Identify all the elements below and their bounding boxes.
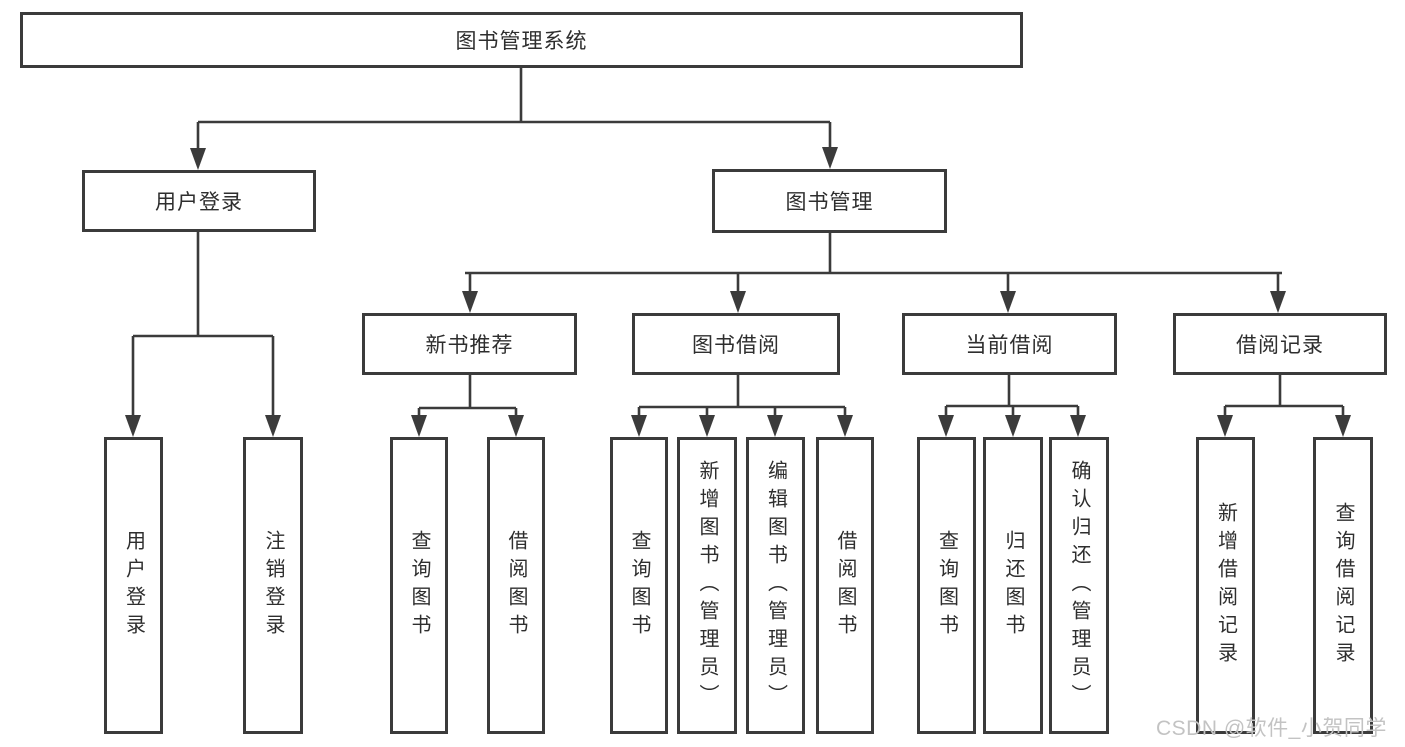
arrowhead-current-borrowing <box>1000 291 1016 313</box>
node-leaf-user-login-label: 用户登录 <box>122 529 145 642</box>
watermark-text: CSDN @软件_小贺同学 <box>1156 717 1387 740</box>
node-leaf-logout-label: 注销登录 <box>262 529 284 642</box>
node-leaf-add-books-admin-label: 新增图书（管理员） <box>696 459 718 712</box>
node-book-management: 图书管理 <box>712 169 947 233</box>
arrowhead-borrowing-records <box>1270 291 1286 313</box>
connector-book-management-to-level3 <box>462 233 1286 313</box>
node-user-login: 用户登录 <box>82 170 316 232</box>
connector-current-borrowing-to-leaves <box>938 375 1086 437</box>
node-leaf-logout: 注销登录 <box>243 437 303 734</box>
node-current-borrowing-label: 当前借阅 <box>965 334 1054 357</box>
arrowhead-user-login <box>190 148 206 170</box>
node-leaf-query-books-borrow-label: 查询图书 <box>628 529 650 642</box>
node-leaf-query-borrow-record: 查询借阅记录 <box>1313 437 1373 734</box>
node-book-management-label: 图书管理 <box>785 191 874 214</box>
connector-user-login-to-leaves <box>125 232 281 437</box>
node-leaf-return-books: 归还图书 <box>983 437 1043 734</box>
node-leaf-query-books-rec: 查询图书 <box>390 437 448 734</box>
node-borrowing-records-label: 借阅记录 <box>1236 334 1324 357</box>
node-user-login-label: 用户登录 <box>155 191 243 214</box>
node-root-label: 图书管理系统 <box>455 30 588 53</box>
arrowhead-user-login-leaf <box>125 415 141 437</box>
node-current-borrowing: 当前借阅 <box>902 313 1117 375</box>
node-new-book-recommend-label: 新书推荐 <box>425 334 514 357</box>
connector-book-borrowing-to-leaves <box>631 375 853 437</box>
connector-root-to-level2 <box>190 68 838 170</box>
node-leaf-borrow-books-rec: 借阅图书 <box>487 437 545 734</box>
arrowhead-book-management <box>822 147 838 169</box>
node-leaf-add-borrow-record: 新增借阅记录 <box>1196 437 1255 734</box>
node-book-borrowing: 图书借阅 <box>632 313 840 375</box>
node-leaf-add-borrow-record-label: 新增借阅记录 <box>1214 501 1237 670</box>
node-leaf-query-books-rec-label: 查询图书 <box>408 529 430 642</box>
node-leaf-edit-books-admin: 编辑图书（管理员） <box>746 437 805 734</box>
arrowhead-logout <box>265 415 281 437</box>
connector-borrowing-records-to-leaves <box>1217 375 1351 437</box>
node-root: 图书管理系统 <box>20 12 1023 68</box>
node-leaf-borrow-books-borrow-label: 借阅图书 <box>834 529 856 642</box>
node-leaf-query-borrow-record-label: 查询借阅记录 <box>1332 501 1354 670</box>
node-leaf-edit-books-admin-label: 编辑图书（管理员） <box>764 459 787 712</box>
node-leaf-confirm-return-admin: 确认归还（管理员） <box>1049 437 1109 734</box>
node-leaf-query-books-current: 查询图书 <box>917 437 976 734</box>
node-leaf-add-books-admin: 新增图书（管理员） <box>677 437 737 734</box>
node-leaf-return-books-label: 归还图书 <box>1002 529 1024 642</box>
node-leaf-user-login: 用户登录 <box>104 437 163 734</box>
node-new-book-recommend: 新书推荐 <box>362 313 577 375</box>
node-book-borrowing-label: 图书借阅 <box>692 334 780 357</box>
connector-new-book-recommend-to-leaves <box>411 375 524 437</box>
node-leaf-query-books-borrow: 查询图书 <box>610 437 668 734</box>
node-borrowing-records: 借阅记录 <box>1173 313 1387 375</box>
node-leaf-borrow-books-borrow: 借阅图书 <box>816 437 874 734</box>
node-leaf-borrow-books-rec-label: 借阅图书 <box>505 529 527 642</box>
node-leaf-query-books-current-label: 查询图书 <box>935 529 958 642</box>
arrowhead-book-borrowing <box>730 291 746 313</box>
arrowhead-new-book-recommend <box>462 291 478 313</box>
node-leaf-confirm-return-admin-label: 确认归还（管理员） <box>1068 459 1090 712</box>
